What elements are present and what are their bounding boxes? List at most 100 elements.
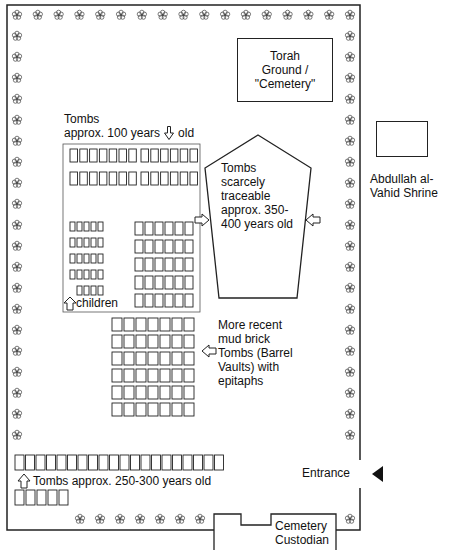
flower-center [349,434,351,436]
flower-symbol [345,115,354,124]
tomb-mark [26,490,35,505]
tomb-mark [68,455,77,470]
tomb-mark [15,455,24,470]
tomb-mark [120,455,129,470]
flower-petal [325,12,329,16]
flower-symbol [12,409,21,418]
flower-symbol [345,283,354,292]
tomb-mark [26,455,35,470]
flower-symbol [115,514,124,523]
tomb-mark [91,222,96,231]
flower-petal [179,12,183,16]
tomb-mark [183,455,192,470]
flower-symbol [12,136,21,145]
flower-center [349,518,351,520]
flower-petal [12,390,16,394]
tomb-mark [155,294,163,307]
flower-symbol [345,52,354,61]
flower-petal [345,264,349,268]
flower-symbol [12,73,21,82]
flower-symbol [241,10,250,19]
flower-center [16,434,18,436]
flower-symbol [345,94,354,103]
flower-center [16,224,18,226]
flower-symbol [345,157,354,166]
flower-center [203,14,205,16]
tomb-mark [98,270,103,279]
tomb-mark [185,276,193,289]
area-label: Tombs approx. 100 years [64,112,160,140]
flower-center [16,392,18,394]
tomb-mark [165,294,173,307]
tomb-mark [91,238,96,247]
flower-symbol [54,10,63,19]
tomb-mark [160,386,170,399]
tomb-mark [190,172,198,185]
tomb-mark [151,172,159,185]
tomb-mark [194,455,203,470]
flower-petal [345,390,349,394]
tomb-mark [91,286,96,295]
tomb-mark [112,403,122,416]
tomb-mark [70,238,75,247]
flower-petal [12,306,16,310]
flower-symbol [304,10,313,19]
flower-center [199,518,201,520]
tomb-mark [84,286,89,295]
flower-symbol [137,10,146,19]
flower-petal [54,12,58,16]
flower-petal [175,516,179,520]
flower-symbol [12,430,21,439]
tomb-mark [124,386,134,399]
tomb-mark [98,222,103,231]
flower-center [349,371,351,373]
tomb-mark [57,455,66,470]
tomb-mark [136,386,146,399]
flower-petal [12,159,16,163]
flower-petal [345,516,349,520]
flower-center [16,56,18,58]
flower-center [349,77,351,79]
tomb-mark [145,240,153,253]
flower-petal [345,33,349,37]
flower-petal [241,12,245,16]
hollow-arrow [306,214,320,226]
tomb-mark [70,172,78,185]
outline-fill [205,135,311,298]
tomb-mark [124,352,134,365]
flower-petal [155,516,159,520]
tomb-mark [148,318,158,331]
flower-symbol [75,514,84,523]
flower-symbol [12,346,21,355]
tomb-mark [175,240,183,253]
tomb-mark [170,172,178,185]
flower-symbol [33,10,42,19]
flower-petal [345,243,349,247]
flower-symbol [345,346,354,355]
tomb-mark [77,286,82,295]
tomb-mark [78,455,87,470]
tomb-mark [184,386,194,399]
tomb-mark [148,386,158,399]
flower-symbol [345,409,354,418]
tomb-mark [141,149,149,162]
flower-symbol [75,10,84,19]
tomb-mark [175,294,183,307]
flower-center [349,140,351,142]
flower-center [37,14,39,16]
flower-center [141,14,143,16]
area-label: More recent mud brick Tombs (Barrel Vaul… [218,318,304,388]
flower-petal [12,33,16,37]
area-label: Tombs approx. 250-300 years old [33,474,211,488]
flower-symbol [179,10,188,19]
flower-petal [220,12,224,16]
flower-petal [75,12,79,16]
tomb-mark [148,352,158,365]
tomb-mark [70,222,75,231]
flower-petal [75,516,79,520]
flower-symbol [135,514,144,523]
tomb-mark [77,254,82,263]
tomb-mark [84,270,89,279]
tomb-mark [160,403,170,416]
tomb-mark [77,270,82,279]
